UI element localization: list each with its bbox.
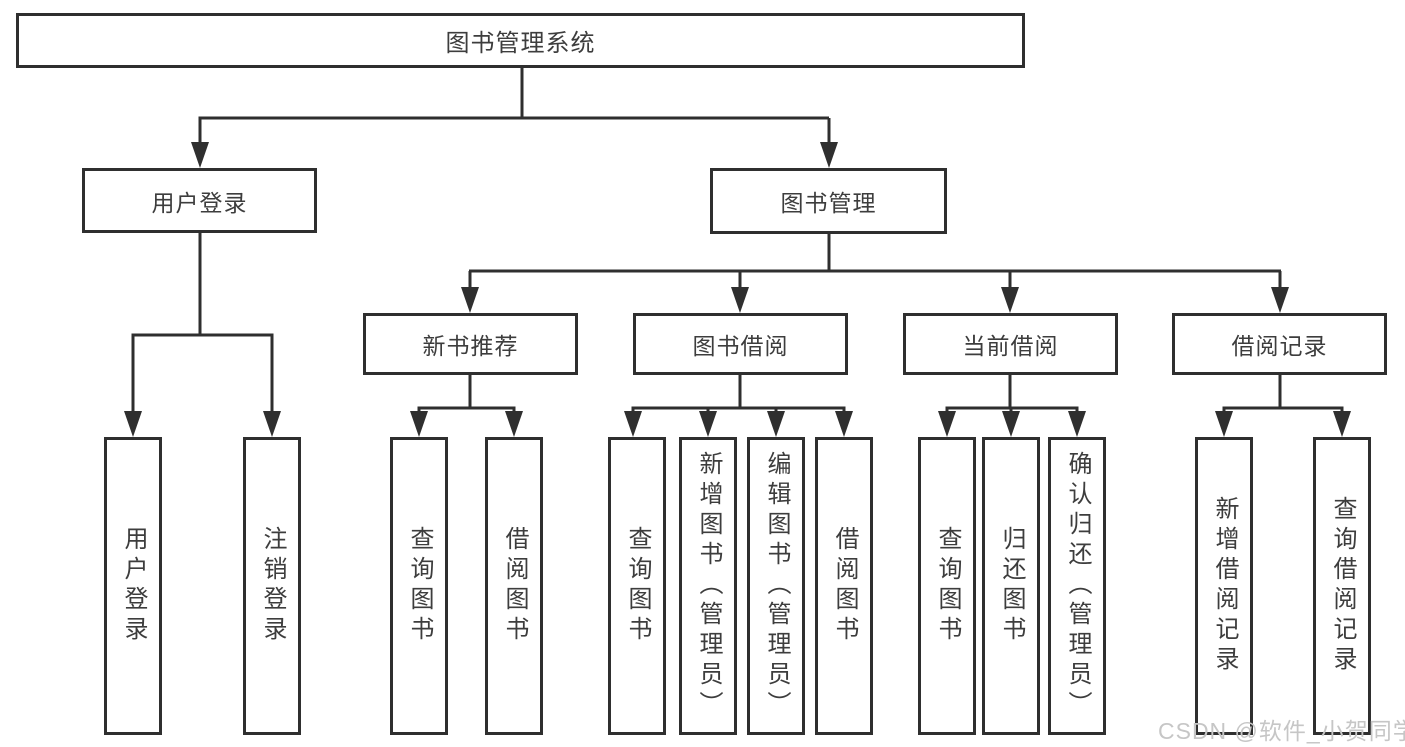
leaf-confirm-return-admin: 确认归还（管理员） (1048, 437, 1106, 735)
leaf-borrow-query-books: 查询图书 (608, 437, 666, 735)
node-user-login: 用户登录 (82, 168, 317, 233)
node-root-system: 图书管理系统 (16, 13, 1025, 68)
leaf-add-borrow-record: 新增借阅记录 (1195, 437, 1253, 735)
leaf-return-book: 归还图书 (982, 437, 1040, 735)
connector-book-management-groups (461, 234, 1289, 313)
node-new-book-recommend: 新书推荐 (363, 313, 578, 375)
leaf-newbook-query-books: 查询图书 (390, 437, 448, 735)
leaf-logout: 注销登录 (243, 437, 301, 735)
connector-new-book-leaves (410, 375, 523, 437)
leaf-edit-book-admin: 编辑图书（管理员） (747, 437, 805, 735)
leaf-newbook-borrow-books: 借阅图书 (485, 437, 543, 735)
node-current-borrow: 当前借阅 (903, 313, 1118, 375)
leaf-current-query-books: 查询图书 (918, 437, 976, 735)
connector-book-borrow-leaves (624, 375, 853, 437)
node-borrow-records: 借阅记录 (1172, 313, 1387, 375)
connector-root-to-level2 (191, 68, 838, 168)
node-book-management: 图书管理 (710, 168, 947, 234)
leaf-borrow-borrow-books: 借阅图书 (815, 437, 873, 735)
leaf-user-login: 用户登录 (104, 437, 162, 735)
connector-user-login-leaves (124, 233, 281, 437)
connector-current-borrow-leaves (938, 375, 1086, 437)
connector-borrow-records-leaves (1215, 375, 1351, 437)
watermark: CSDN @软件_小贺同学 (1158, 718, 1405, 744)
node-book-borrow: 图书借阅 (633, 313, 848, 375)
leaf-add-book-admin: 新增图书（管理员） (679, 437, 737, 735)
leaf-query-borrow-record: 查询借阅记录 (1313, 437, 1371, 735)
